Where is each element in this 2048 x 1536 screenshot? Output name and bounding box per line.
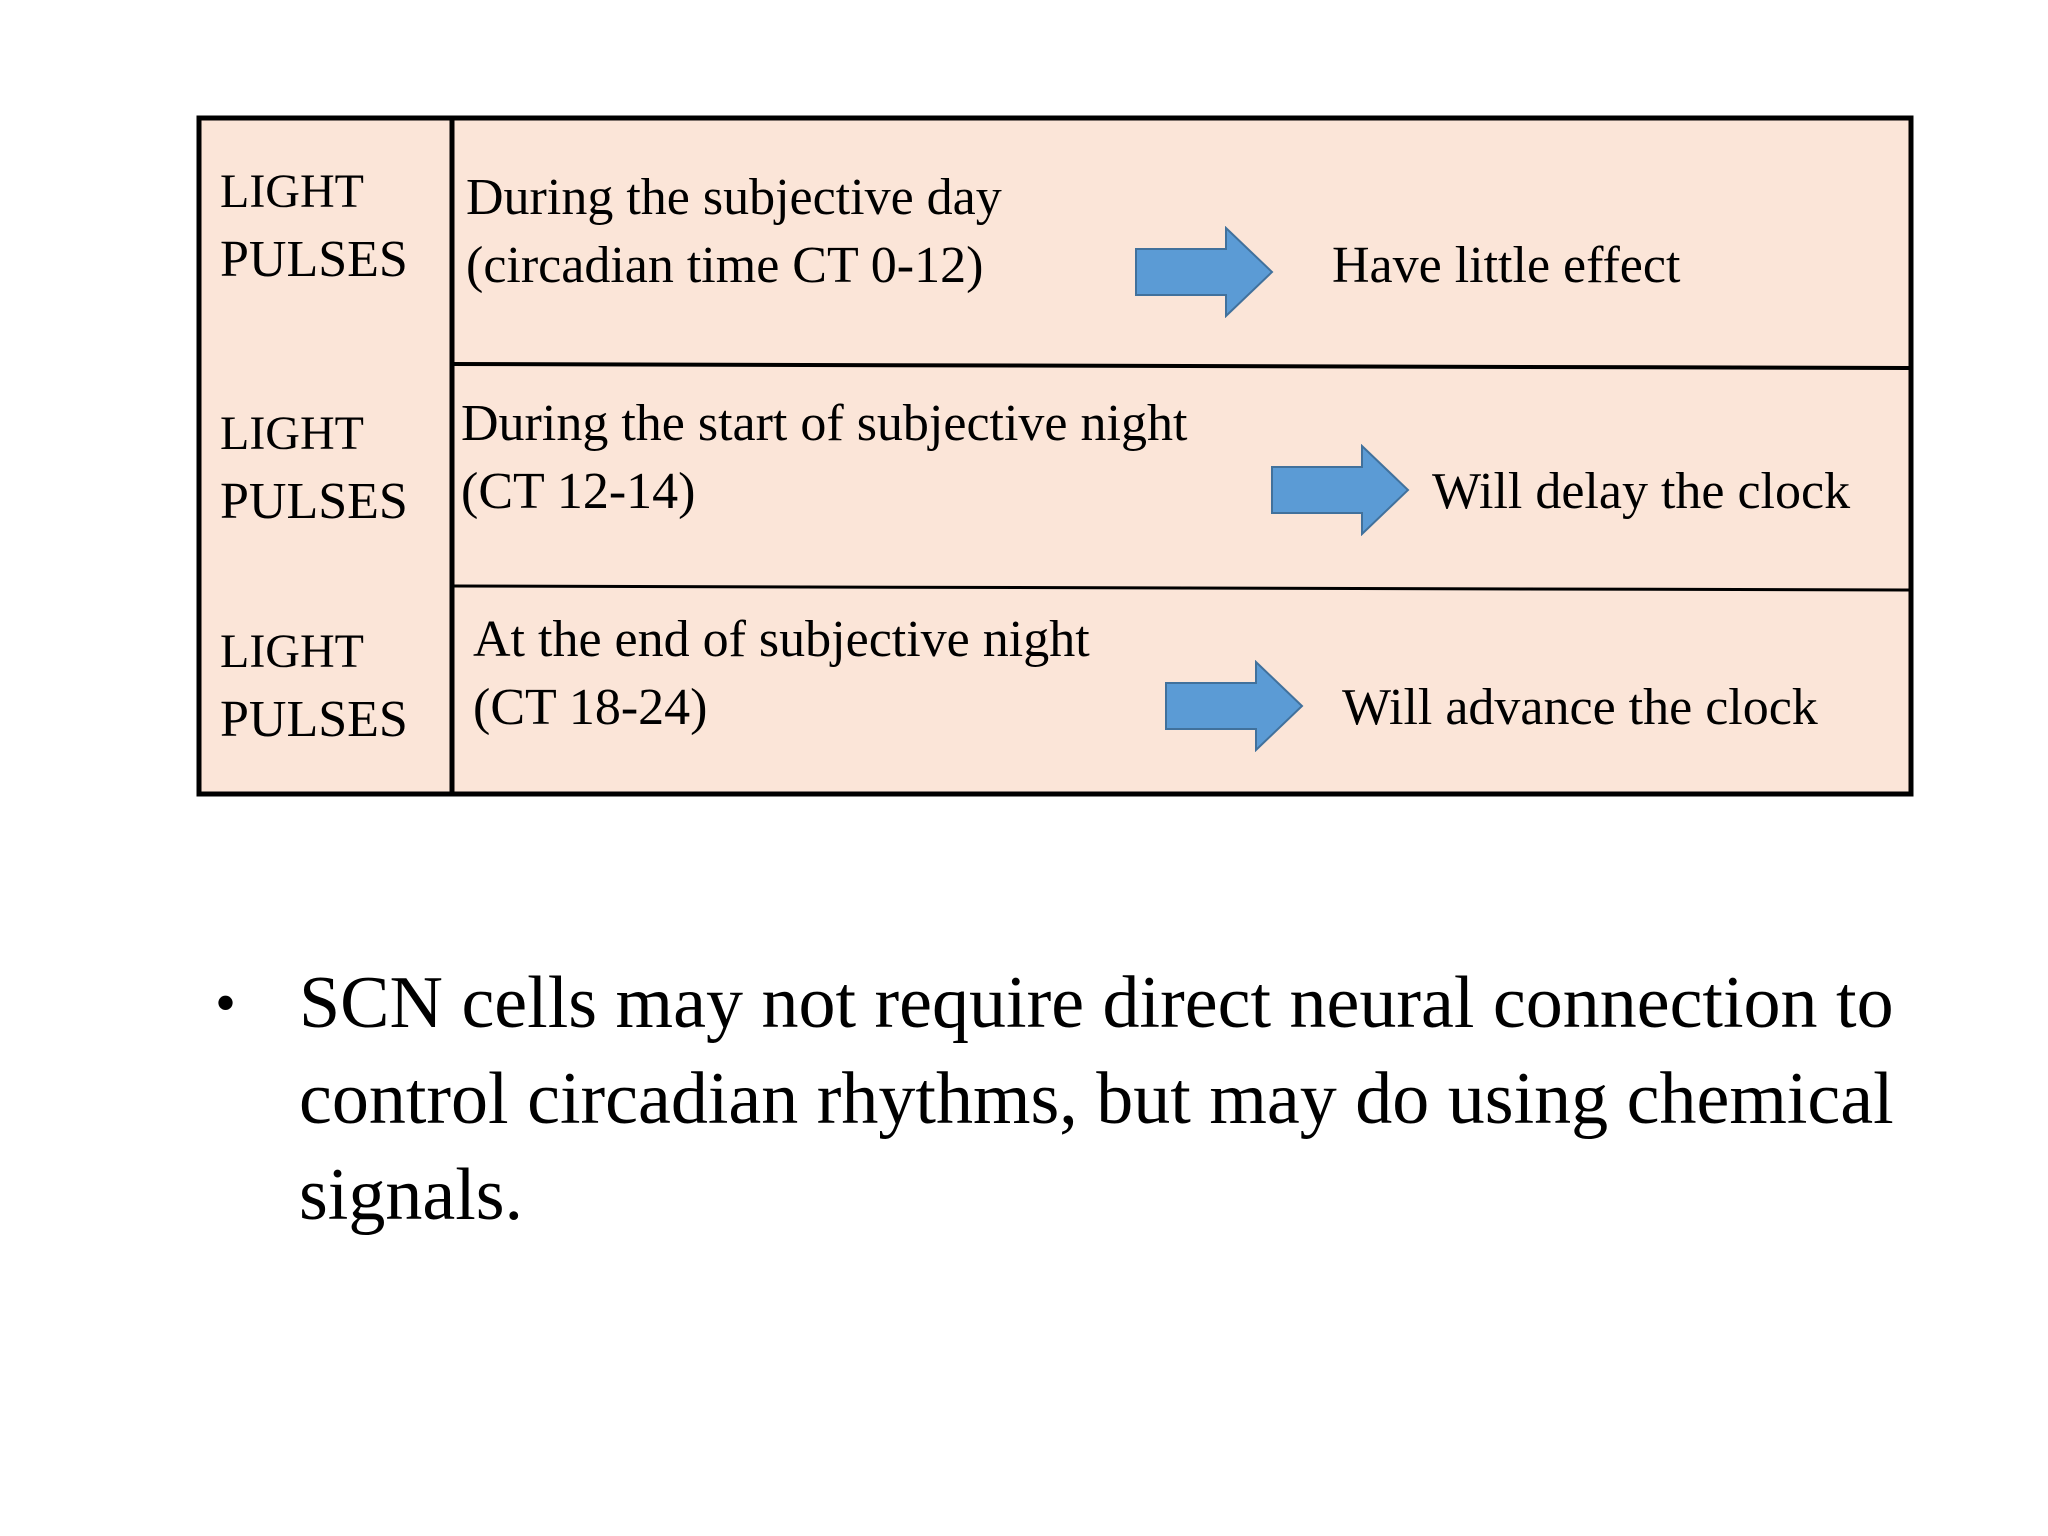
row2-condition-line1: During the start of subjective night xyxy=(461,395,1188,452)
row2-label-line1: LIGHT xyxy=(220,407,364,460)
row3-condition-line2: (CT 18-24) xyxy=(473,679,708,736)
row3-label-line1: LIGHT xyxy=(220,625,364,678)
row2-condition-line2: (CT 12-14) xyxy=(461,463,696,520)
bullet-text: SCN cells may not require direct neural … xyxy=(299,962,1894,1236)
right-arrow-icon xyxy=(1165,660,1304,752)
row3-condition: At the end of subjective night (CT 18-24… xyxy=(473,606,1090,742)
row1-label-line1: LIGHT xyxy=(220,165,364,218)
diagram-background xyxy=(199,118,1911,794)
bullet-point: • SCN cells may not require direct neura… xyxy=(215,955,1935,1243)
light-pulse-diagram: LIGHT PULSES During the subjective day (… xyxy=(196,115,1914,797)
row2-label-line2: PULSES xyxy=(220,473,408,530)
row2-effect: Will delay the clock xyxy=(1432,463,1851,520)
row1-effect: Have little effect xyxy=(1332,237,1681,294)
bullet-icon: • xyxy=(215,970,237,1036)
row3-label: LIGHT PULSES xyxy=(220,628,408,746)
row1-label: LIGHT PULSES xyxy=(220,168,408,286)
right-arrow-icon xyxy=(1271,444,1410,536)
row3-label-line2: PULSES xyxy=(220,691,408,748)
row1-condition: During the subjective day (circadian tim… xyxy=(466,164,1002,300)
row3-condition-line1: At the end of subjective night xyxy=(473,611,1090,668)
row1-label-line2: PULSES xyxy=(220,231,408,288)
row3-effect: Will advance the clock xyxy=(1342,679,1818,736)
row2-condition: During the start of subjective night (CT… xyxy=(461,390,1187,526)
row2-label: LIGHT PULSES xyxy=(220,410,408,528)
row1-condition-line2: (circadian time CT 0-12) xyxy=(466,237,984,294)
right-arrow-icon xyxy=(1135,226,1274,318)
row1-condition-line1: During the subjective day xyxy=(466,169,1002,226)
diagram-grid-lines xyxy=(196,115,1914,797)
